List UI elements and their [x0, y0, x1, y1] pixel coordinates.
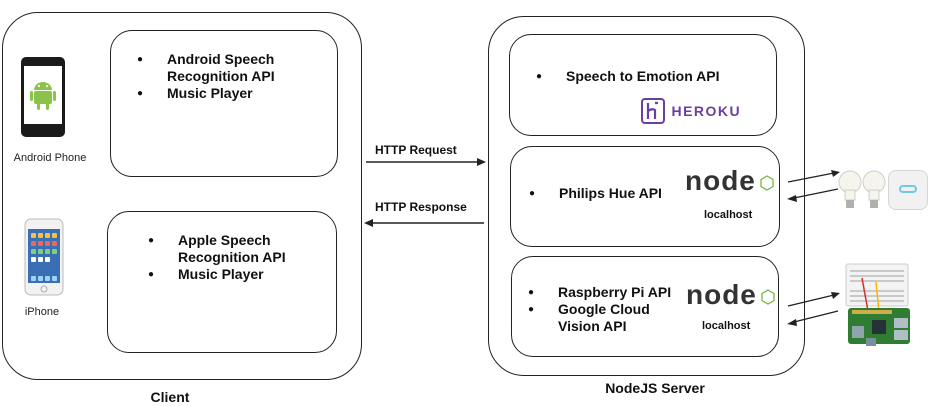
apple-api-box: Apple Speech Recognition API Music Playe… [107, 211, 337, 353]
pi-device-arrows [787, 292, 840, 326]
philips-hue-box: Philips Hue API node localhost [510, 146, 780, 247]
heroku-logo-text: HEROKU [671, 103, 742, 119]
android-phone-icon [20, 56, 66, 138]
hue-bridge-icon [888, 170, 928, 210]
raspberry-pi-box: Raspberry Pi API Google Cloud Vision API… [511, 256, 779, 357]
list-item: Music Player [137, 85, 317, 102]
pi-host-label: localhost [702, 320, 751, 332]
list-item: Apple Speech Recognition API [148, 232, 318, 266]
http-response-label: HTTP Response [375, 200, 467, 214]
list-item: Android Speech Recognition API [137, 51, 317, 85]
list-item: Raspberry Pi API [528, 284, 688, 301]
list-item: Music Player [148, 266, 318, 283]
list-item: Philips Hue API [529, 185, 679, 202]
nodejs-logo: node [685, 165, 777, 197]
list-item: Speech to Emotion API [536, 68, 766, 85]
nodejs-logo: node [686, 279, 778, 311]
nodejs-logo-text: node [686, 279, 757, 310]
hue-bulb-icon [862, 170, 886, 215]
http-arrows [364, 158, 486, 227]
iphone-icon [24, 218, 64, 296]
raspberry-pi-icon [840, 262, 918, 359]
heroku-logo: HEROKU [641, 98, 741, 124]
hue-device-arrows [787, 170, 840, 202]
client-label: Client [150, 389, 190, 405]
http-request-label: HTTP Request [375, 143, 457, 157]
list-item: Google Cloud Vision API [528, 301, 688, 335]
iphone-caption: iPhone [24, 306, 60, 318]
hue-host-label: localhost [704, 209, 753, 221]
android-phone-caption: Android Phone [13, 152, 87, 164]
emotion-api-box: Speech to Emotion API HEROKU [509, 34, 777, 136]
server-label: NodeJS Server [605, 380, 705, 396]
hue-bulb-icon [838, 170, 862, 215]
android-api-box: Android Speech Recognition API Music Pla… [110, 30, 338, 177]
nodejs-logo-text: node [685, 165, 756, 196]
